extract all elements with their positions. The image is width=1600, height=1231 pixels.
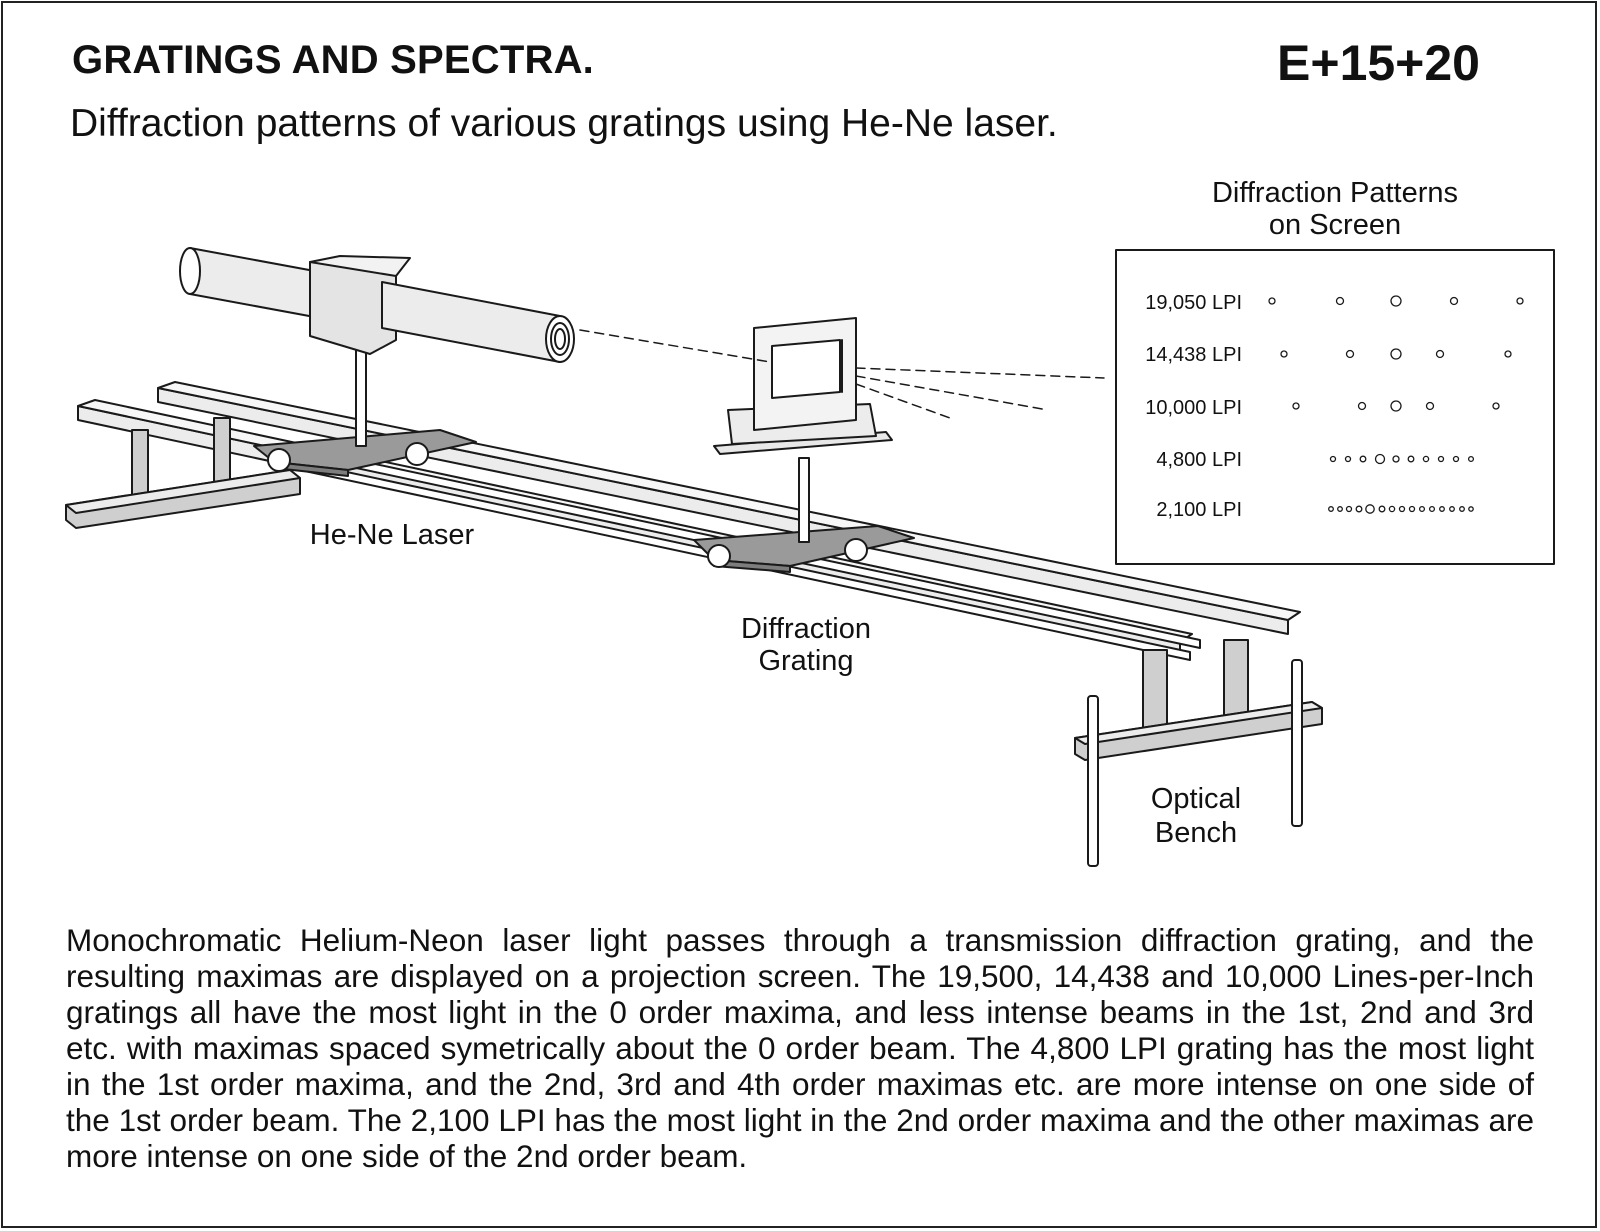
description-paragraph: Monochromatic Helium-Neon laser light pa…	[66, 922, 1534, 1174]
label-bench-line1: Optical	[1151, 783, 1241, 815]
label-grating-line1: Diffraction	[741, 613, 871, 645]
laser-assembly	[179, 247, 575, 477]
label-laser: He-Ne Laser	[310, 519, 475, 551]
screen-title-line2: on Screen	[1269, 209, 1401, 241]
page-subtitle: Diffraction patterns of various gratings…	[70, 102, 1058, 145]
grating-assembly	[693, 317, 915, 573]
pattern-label-14438: 14,438 LPI	[1145, 344, 1242, 366]
pattern-label-2100: 2,100 LPI	[1156, 499, 1242, 521]
label-grating-line2: Grating	[758, 645, 853, 677]
screen-title-line1: Diffraction Patterns	[1212, 177, 1458, 209]
label-bench-line2: Bench	[1155, 817, 1237, 849]
diffraction-patterns	[1268, 295, 1524, 514]
projection-screen	[1115, 249, 1555, 565]
demo-code: E+15+20	[1277, 35, 1480, 91]
apparatus-diagram: Diffraction Patterns on Screen 19,050 LP…	[65, 177, 1555, 867]
pattern-label-10000: 10,000 LPI	[1145, 397, 1242, 419]
pattern-label-4800: 4,800 LPI	[1156, 449, 1242, 471]
page-title: GRATINGS AND SPECTRA.	[72, 38, 594, 82]
pattern-label-19050: 19,050 LPI	[1145, 292, 1242, 314]
